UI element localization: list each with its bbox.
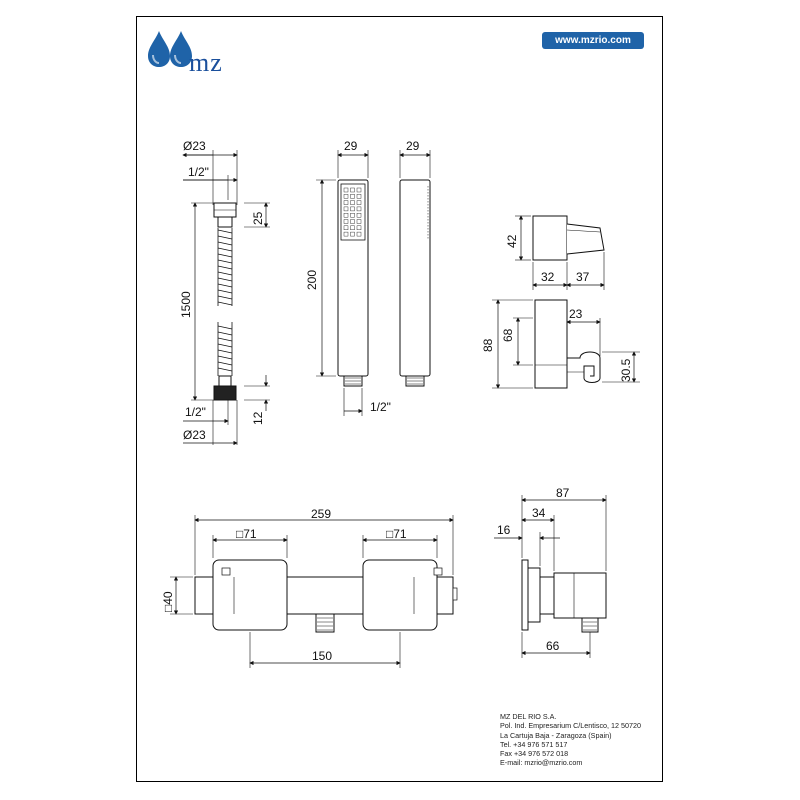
- website-link[interactable]: www.mzrio.com: [542, 32, 644, 49]
- company-email[interactable]: E-mail: mzrio@mzrio.com: [500, 758, 583, 768]
- company-name: MZ DEL RIO S.A.: [500, 712, 557, 721]
- handshower-width-side-label: 29: [406, 139, 420, 153]
- spray-nozzle: [343, 187, 349, 193]
- spray-nozzle: [343, 219, 349, 224]
- mixer-body-height-label: □40: [161, 591, 175, 612]
- handshower-width-front-label: 29: [344, 139, 358, 153]
- hose-length-label: 1500: [179, 291, 193, 318]
- spray-nozzle: [350, 219, 355, 224]
- handshower-height-label: 200: [305, 270, 319, 290]
- company-address-line1: Pol. Ind. Empresarium C/Lentisco, 12 507…: [500, 721, 642, 731]
- connector-height-label: 42: [505, 234, 519, 248]
- thermostatic-mixer-side-drawing: [494, 495, 607, 658]
- hand-shower-drawing: [316, 150, 431, 416]
- hose-thread-bottom-label: 1/2": [185, 405, 206, 419]
- holder-total-height-label: 88: [481, 338, 495, 352]
- spray-nozzle: [356, 231, 362, 237]
- spray-nozzle: [343, 200, 349, 205]
- spray-nozzle: [343, 225, 349, 231]
- company-fax: Fax +34 976 572 018: [500, 749, 569, 759]
- company-info: MZ DEL RIO S.A. Pol. Ind. Empresarium C/…: [500, 712, 641, 768]
- mixer-side-base-label: 66: [546, 639, 560, 653]
- spray-nozzle: [350, 231, 355, 237]
- spray-nozzle: [350, 194, 355, 199]
- spray-nozzle: [343, 231, 349, 237]
- hose-diameter-bottom-label: Ø23: [183, 428, 206, 442]
- company-phone: Tel. +34 976 571 517: [500, 739, 568, 749]
- holder-hook-width-label: 23: [569, 307, 583, 321]
- wall-connector-drawing: [515, 215, 605, 290]
- connector-depth-a-label: 32: [541, 270, 555, 284]
- spray-nozzle: [350, 206, 355, 212]
- thermostatic-mixer-front-drawing: [170, 515, 458, 668]
- water-drops-icon: [148, 31, 192, 67]
- spray-nozzle: [350, 212, 355, 218]
- spray-nozzle: [350, 187, 355, 193]
- drawing-frame: [136, 16, 663, 782]
- company-address-line2: La Cartuja Baja - Zaragoza (Spain): [500, 730, 612, 740]
- mixer-handle-left-label: □71: [236, 527, 257, 541]
- spray-nozzle: [343, 206, 349, 212]
- spray-nozzle: [350, 225, 355, 231]
- mixer-handle-right-label: □71: [386, 527, 407, 541]
- spray-nozzle: [356, 187, 362, 193]
- mixer-side-depth-label: 87: [556, 486, 570, 500]
- spray-nozzle: [356, 206, 362, 212]
- connector-depth-b-label: 37: [576, 270, 590, 284]
- holder-body-height-label: 68: [501, 328, 515, 342]
- spray-nozzle-grid: [343, 187, 362, 237]
- spray-nozzle: [343, 212, 349, 218]
- shower-holder-drawing: [492, 299, 640, 389]
- spray-nozzle: [356, 225, 362, 231]
- spray-nozzle: [356, 212, 362, 218]
- hose-end-height-label: 12: [251, 411, 265, 425]
- logo-wordmark: mz: [189, 48, 223, 77]
- shower-hose-drawing: [182, 150, 270, 446]
- mixer-side-flange-label: 16: [497, 523, 511, 537]
- spray-nozzle: [356, 219, 362, 224]
- holder-hook-height-label: 30.5: [619, 358, 633, 382]
- mixer-side-mid-label: 34: [532, 506, 546, 520]
- spray-nozzle: [356, 194, 362, 199]
- spray-nozzle: [350, 200, 355, 205]
- hose-thread-top-label: 1/2": [188, 165, 209, 179]
- mixer-total-width-label: 259: [311, 507, 331, 521]
- spray-nozzle: [343, 194, 349, 199]
- hose-nut-height-label: 25: [251, 211, 265, 225]
- hose-diameter-top-label: Ø23: [183, 139, 206, 153]
- handshower-thread-label: 1/2": [370, 400, 391, 414]
- mixer-centers-label: 150: [312, 649, 332, 663]
- spray-nozzle: [356, 200, 362, 205]
